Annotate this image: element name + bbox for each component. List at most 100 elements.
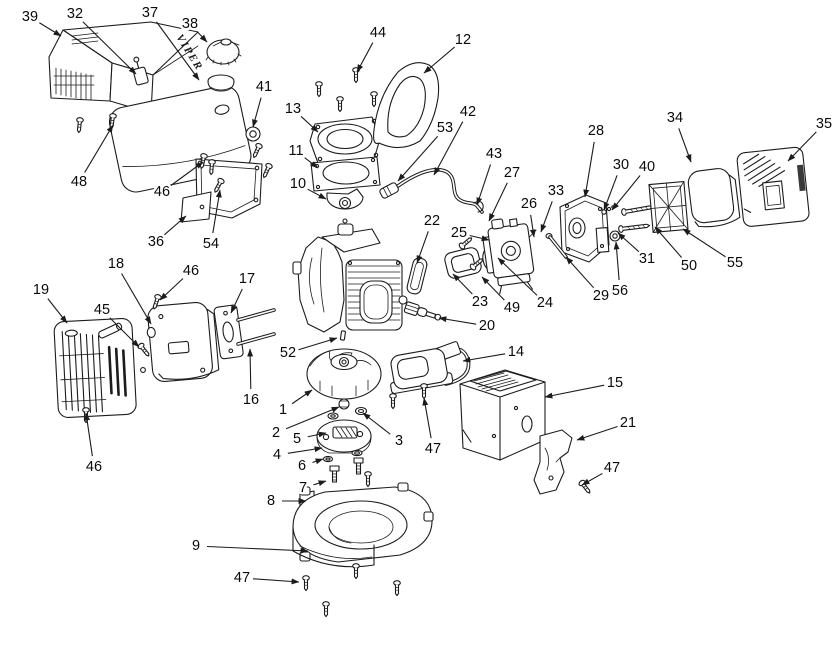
leader-line-40 [611, 175, 641, 211]
part-bracket [533, 429, 573, 495]
leader-line-48 [84, 124, 114, 173]
callout-label-2: 2 [272, 425, 280, 441]
leader-line-19 [47, 298, 68, 324]
leader-line-27 [488, 182, 508, 222]
callout-label-9: 9 [192, 538, 200, 554]
part-washer [609, 230, 621, 242]
part-washer-6 [322, 455, 334, 463]
callout-label-7: 7 [299, 480, 307, 496]
part-muffler-gasket [213, 304, 244, 360]
callout-label-5: 5 [293, 431, 301, 447]
part-engine-cover [459, 369, 546, 461]
callout-label-20: 20 [479, 318, 495, 334]
leader-line-2 [285, 406, 340, 430]
leader-line-41 [252, 97, 262, 128]
leader-line-11 [304, 157, 319, 169]
leader-line-52 [298, 337, 338, 351]
leader-line-33 [540, 201, 553, 233]
leader-line-46 [84, 412, 93, 457]
callout-label-13: 13 [285, 101, 301, 117]
leader-line-6 [312, 458, 324, 465]
callout-label-53: 53 [437, 120, 453, 136]
part-carb-insulator [444, 247, 482, 279]
part-bolt-dot [140, 367, 146, 373]
leader-line-30 [603, 175, 618, 211]
leader-line-44 [356, 42, 374, 73]
part-tank-neck [207, 74, 235, 92]
callout-label-35: 35 [816, 116, 832, 132]
callout-label-48: 48 [71, 174, 87, 190]
leader-line-46 [170, 161, 204, 186]
part-washer-3 [354, 406, 368, 416]
callout-label-31: 31 [639, 251, 655, 267]
part-spark-plug [403, 301, 442, 321]
leader-line-18 [121, 273, 152, 325]
leader-line-23 [452, 273, 473, 295]
leader-line-20 [438, 316, 477, 325]
callout-label-28: 28 [588, 123, 604, 139]
callout-label-11: 11 [288, 143, 303, 159]
callout-label-18: 18 [108, 256, 124, 272]
part-airbox-plate [559, 194, 610, 263]
leader-line-36 [163, 215, 187, 236]
callout-label-30: 30 [613, 157, 629, 173]
part-fuel-line [379, 167, 484, 214]
callout-label-49: 49 [504, 300, 520, 316]
callout-label-14: 14 [508, 344, 524, 360]
callout-label-46: 46 [86, 459, 102, 475]
leader-line-49 [481, 276, 505, 301]
callout-label-47: 47 [604, 460, 620, 476]
callout-label-4: 4 [273, 447, 281, 463]
part-muffler [146, 301, 220, 383]
leader-line-43 [476, 164, 492, 206]
callout-label-37: 37 [142, 5, 158, 21]
leader-line-16 [247, 348, 254, 390]
leader-line-37 [156, 21, 200, 81]
leader-line-25 [469, 234, 490, 242]
callout-label-54: 54 [203, 236, 219, 252]
callout-label-26: 26 [521, 196, 537, 212]
leader-line-10 [307, 188, 327, 200]
leader-line-45 [109, 317, 140, 348]
leader-line-13 [300, 116, 319, 133]
leader-line-15 [544, 384, 605, 399]
part-flywheel-nut [338, 398, 350, 410]
callout-label-27: 27 [504, 165, 520, 181]
parts-artwork: VIPER [48, 21, 810, 618]
leader-lines [39, 21, 817, 585]
part-starter-handle [373, 62, 440, 149]
part-flywheel [306, 348, 382, 400]
leader-line-12 [423, 46, 455, 74]
callout-label-22: 22 [424, 213, 440, 229]
part-fuel-cap [205, 38, 242, 66]
leader-line-24 [497, 257, 538, 296]
leader-line-47 [422, 397, 432, 439]
part-washer-2 [327, 412, 339, 420]
leader-line-21 [576, 425, 618, 441]
callout-label-39: 39 [22, 9, 38, 25]
part-starter-assembly [309, 116, 381, 164]
part-air-filter [687, 168, 741, 228]
callout-label-52: 52 [280, 345, 296, 361]
callout-label-40: 40 [639, 159, 655, 175]
callout-label-29: 29 [593, 288, 609, 304]
callout-label-50: 50 [681, 258, 697, 274]
callout-label-41: 41 [256, 79, 272, 95]
callout-label-1: 1 [279, 402, 287, 418]
callout-label-3: 3 [395, 433, 403, 449]
part-starter-gasket [310, 156, 381, 192]
leader-line-42 [433, 121, 464, 176]
part-mounting-rods [236, 308, 276, 346]
leader-line-1 [291, 389, 313, 405]
callout-label-33: 33 [548, 183, 564, 199]
callout-label-38: 38 [182, 16, 198, 32]
part-ignition-coil [390, 341, 471, 394]
callout-label-15: 15 [607, 375, 623, 391]
leader-line-46 [159, 278, 184, 301]
part-filter-screen [648, 180, 689, 233]
part-muffler-cover [53, 317, 137, 419]
part-rope-rotor [326, 188, 364, 210]
leader-line-28 [583, 141, 595, 198]
